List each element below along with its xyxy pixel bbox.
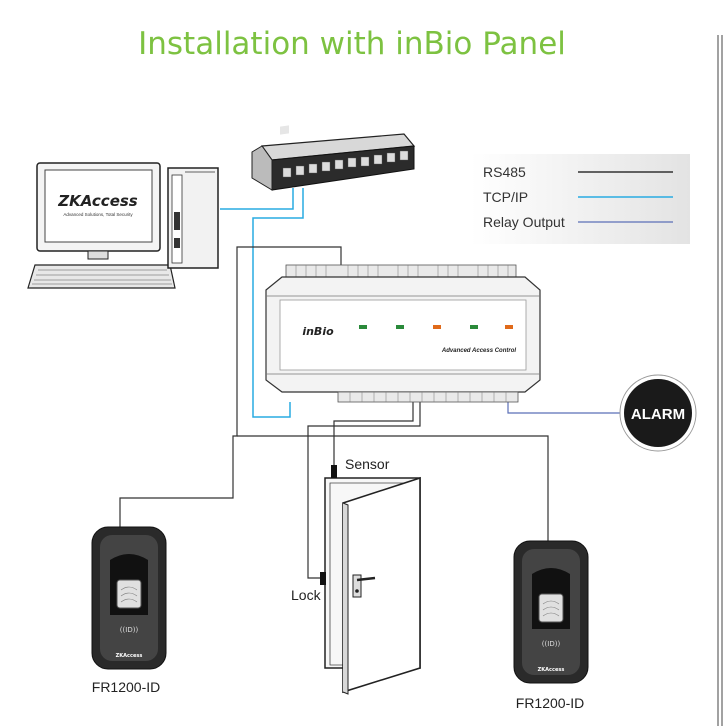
alarm-device: ALARM — [619, 374, 697, 452]
reader-right-brand: ZKAccess — [538, 667, 565, 673]
panel-led-4 — [470, 325, 478, 329]
panel-bottom-terminals — [337, 391, 519, 403]
door-sensor — [331, 465, 337, 478]
reader-left-brand: ZKAccess — [116, 653, 143, 659]
computer: ZKAccess Advanced Solutions, Total Secur… — [27, 162, 219, 289]
keyboard — [27, 264, 176, 289]
inbio-panel: inBio Advanced Access Control — [265, 264, 541, 403]
panel-top-terminals — [285, 264, 517, 278]
diagram-title: Installation with inBio Panel — [138, 26, 566, 62]
legend-label-rs485: RS485 — [483, 164, 526, 180]
panel-face — [279, 299, 527, 371]
zkaccess-tagline: Advanced Solutions, Total Security — [63, 212, 133, 217]
panel-led-5 — [505, 325, 513, 329]
panel-led-1 — [359, 325, 367, 329]
legend: RS485 TCP/IP Relay Output — [471, 154, 690, 244]
reader-left-label: FR1200-ID — [92, 679, 160, 695]
door — [320, 465, 421, 695]
tcpip-wire-computer — [220, 188, 294, 210]
fingerprint-icon — [116, 579, 142, 609]
legend-label-tcpip: TCP/IP — [483, 189, 528, 205]
monitor-neck — [87, 250, 109, 260]
door-lock — [320, 572, 326, 585]
alarm-body — [624, 379, 692, 447]
tcpip-wire-panel — [252, 188, 304, 418]
rfid-icon: ((ID)) — [120, 626, 139, 634]
panel-led-3 — [433, 325, 441, 329]
sensor-label: Sensor — [345, 456, 390, 472]
reader-right: ((ID)) ZKAccess — [513, 540, 589, 684]
door-handle — [356, 576, 376, 582]
sensor-wire — [333, 402, 414, 470]
door-handle-plate — [352, 574, 362, 598]
panel-brand-logo: inBio — [302, 325, 334, 338]
panel-caption: Advanced Access Control — [441, 348, 516, 354]
relay-wire-alarm — [507, 402, 622, 414]
legend-box — [471, 154, 690, 244]
network-switch — [251, 125, 416, 191]
fingerprint-icon — [538, 593, 564, 623]
panel-led-2 — [396, 325, 404, 329]
reader-right-label: FR1200-ID — [516, 695, 584, 711]
legend-label-relay: Relay Output — [483, 214, 565, 230]
switch-side — [251, 145, 273, 191]
lock-label: Lock — [291, 587, 322, 603]
alarm-label: ALARM — [631, 406, 685, 423]
rs485-wire-right-reader — [237, 435, 549, 544]
rs485-wire-left-reader — [119, 246, 342, 528]
lock-wire — [307, 402, 421, 579]
rfid-icon: ((ID)) — [542, 640, 561, 648]
zkaccess-logo: ZKAccess — [57, 192, 138, 210]
monitor-screen — [44, 169, 153, 243]
reader-left: ((ID)) ZKAccess — [91, 526, 167, 670]
